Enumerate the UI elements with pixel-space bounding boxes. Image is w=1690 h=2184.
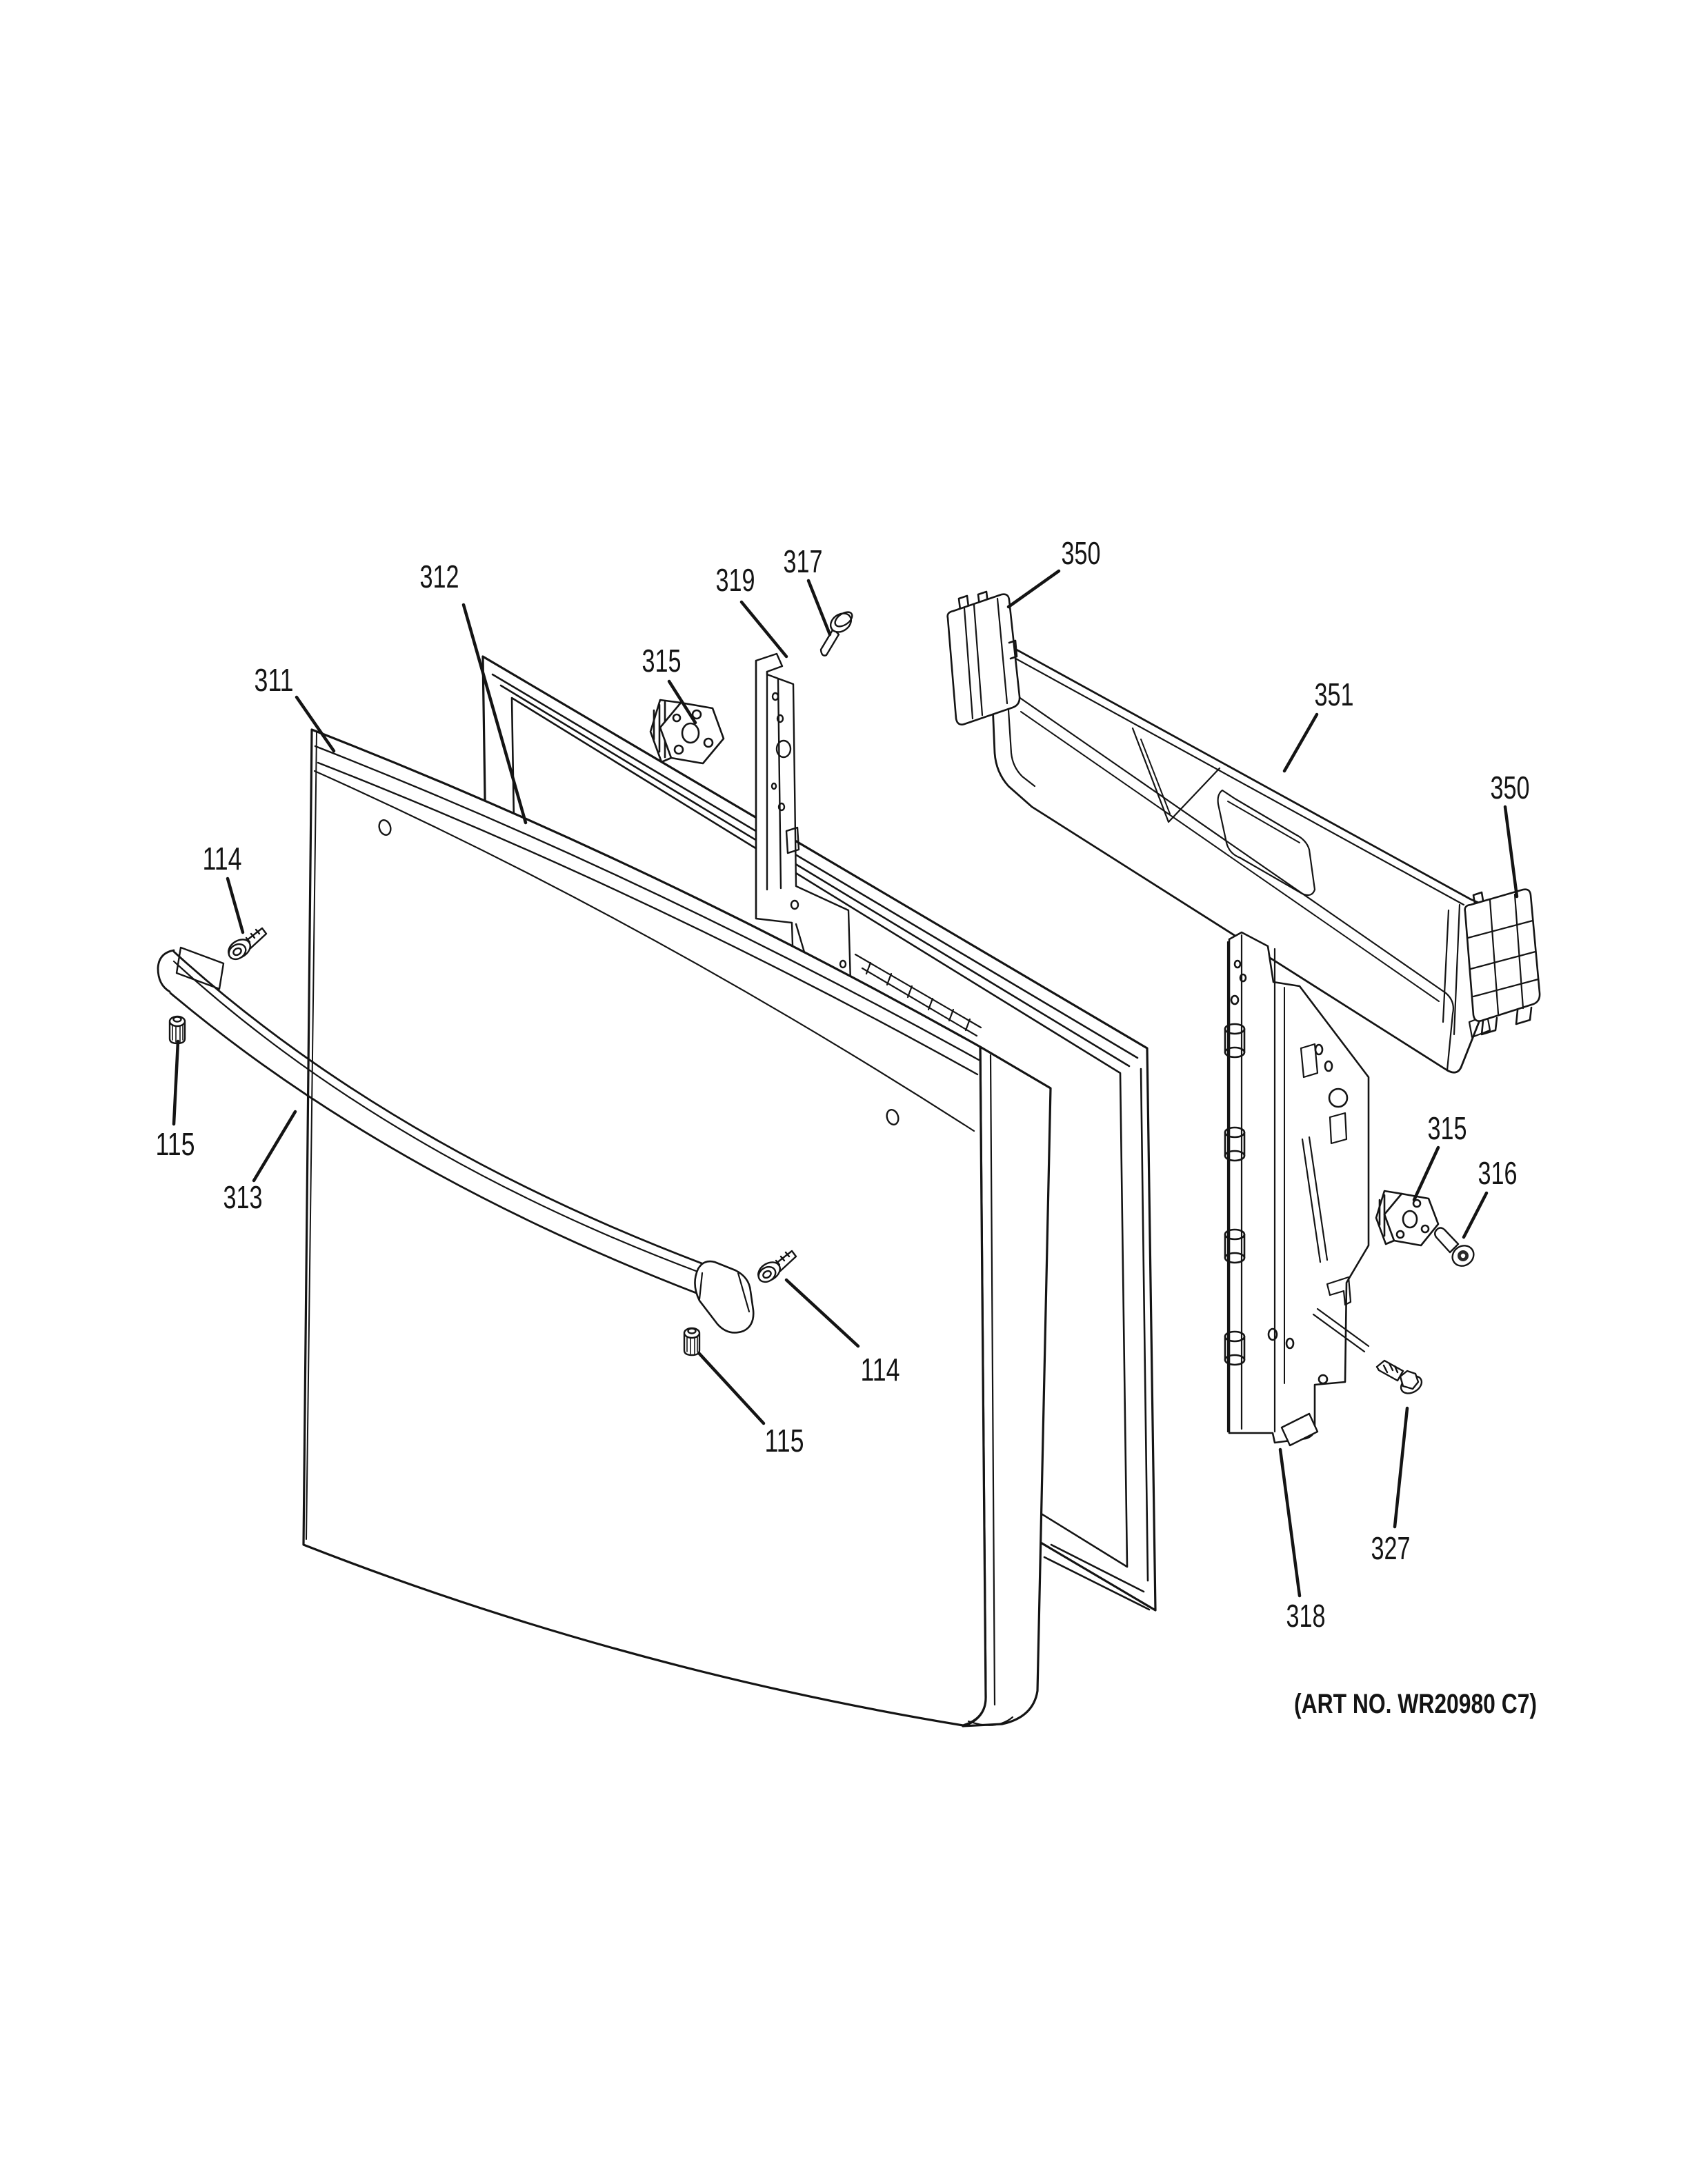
- leader-line-351: [1282, 712, 1319, 773]
- leader-line-319: [739, 600, 788, 659]
- leader-line-315: [667, 679, 697, 725]
- part-labels: 312 311 319 317 315 350 351 350 114 115 313 114 115 3…: [156, 535, 1530, 1634]
- part-label-350: 350: [1491, 770, 1530, 805]
- handle-setscrew-115-bottom: [683, 1327, 701, 1356]
- leader-line-317: [806, 579, 832, 637]
- part-label-315: 315: [1428, 1110, 1467, 1146]
- part-label-317: 317: [784, 543, 823, 579]
- part-label-327: 327: [1371, 1530, 1411, 1566]
- leader-lines: [172, 569, 1519, 1598]
- leader-line-114: [784, 1278, 860, 1348]
- part-label-315: 315: [642, 643, 682, 679]
- hex-nut-315-top: [649, 699, 725, 765]
- shoulder-screw-317: [819, 611, 853, 657]
- part-label-316: 316: [1478, 1155, 1518, 1191]
- part-label-311: 311: [255, 662, 294, 698]
- door-panel-311: [302, 728, 1052, 1727]
- liner-corner-detail: [854, 953, 982, 1037]
- socket-screw-316: [1434, 1227, 1475, 1267]
- part-label-313: 313: [223, 1179, 263, 1215]
- leader-line-312: [461, 603, 528, 825]
- part-label-114: 114: [861, 1352, 900, 1387]
- handle-screw-114-top: [228, 927, 268, 961]
- leader-line-318: [1278, 1447, 1302, 1598]
- door-handle-313: [157, 946, 755, 1334]
- leader-line-115: [172, 1039, 180, 1126]
- flange-screw-327: [1375, 1359, 1423, 1394]
- part-label-318: 318: [1286, 1598, 1326, 1634]
- leader-line-313: [252, 1110, 297, 1183]
- part-label-115: 115: [765, 1423, 804, 1459]
- part-label-312: 312: [420, 559, 459, 594]
- leader-line-311: [295, 695, 336, 753]
- part-label-350: 350: [1062, 535, 1101, 571]
- leader-line-350: [1503, 805, 1519, 899]
- part-label-114: 114: [203, 841, 242, 876]
- part-label-319: 319: [716, 562, 755, 598]
- leader-line-114: [226, 876, 245, 934]
- part-label-351: 351: [1315, 677, 1354, 712]
- leader-line-350: [1006, 569, 1061, 609]
- end-cap-350-left: [946, 590, 1021, 725]
- handle-screw-114-bottom: [757, 1250, 797, 1283]
- end-cap-350-right: [1464, 888, 1541, 1036]
- leader-line-115: [697, 1351, 766, 1425]
- leader-line-327: [1393, 1406, 1409, 1529]
- handle-setscrew-115-top: [168, 1015, 186, 1045]
- part-label-115: 115: [156, 1126, 195, 1162]
- hex-nut-315-right: [1375, 1190, 1440, 1247]
- art-no-text: (ART NO. WR20980 C7): [1294, 1689, 1537, 1719]
- side-bracket-318: [1224, 931, 1370, 1447]
- leader-line-316: [1462, 1191, 1489, 1239]
- leader-line-315: [1412, 1145, 1440, 1202]
